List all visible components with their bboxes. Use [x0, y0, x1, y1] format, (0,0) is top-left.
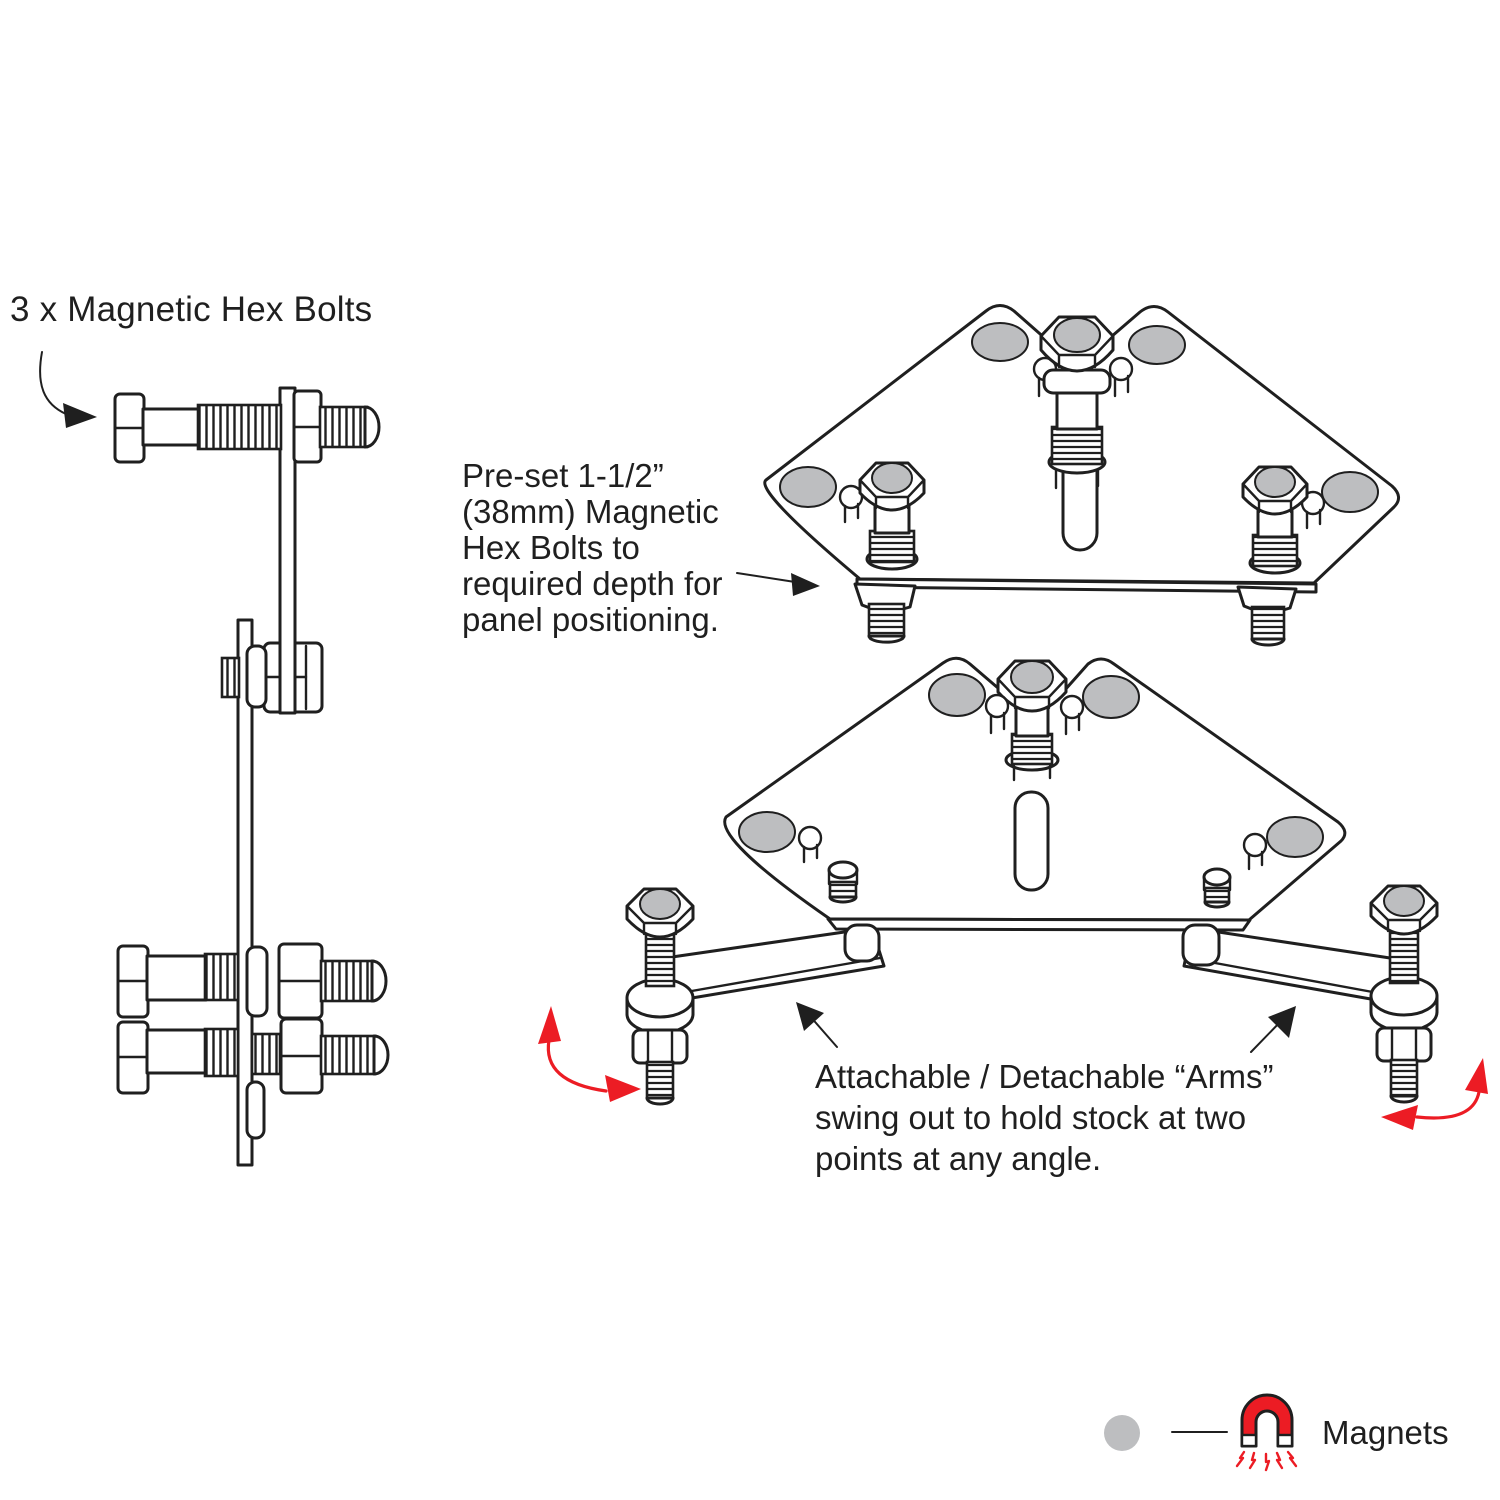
arm-stud [1202, 867, 1232, 909]
bolt-stud [1236, 585, 1298, 647]
hex-bolts-label: 3 x Magnetic Hex Bolts [10, 290, 373, 329]
magnet-dot [738, 811, 796, 853]
legend-label: Magnets [1322, 1414, 1449, 1451]
plate-holes [797, 693, 1268, 871]
arm-stud [827, 860, 859, 904]
magnet-dot [1254, 466, 1296, 498]
arms-note: Attachable / Detachable “Arms” swing out… [815, 1056, 1274, 1179]
arms-arrow-right [1250, 1006, 1296, 1053]
magnetic-hex-bolt [1369, 884, 1439, 1104]
preset-note-line: Hex Bolts to [462, 529, 640, 566]
magnetic-hex-bolt [116, 942, 388, 1020]
preset-arrow [736, 572, 820, 596]
magnet-dot [1321, 471, 1379, 513]
magnet-dot [971, 322, 1029, 362]
magnet-legend [1104, 1393, 1298, 1472]
magnet-dot [928, 673, 986, 717]
positioner-plate [723, 656, 1347, 922]
magnetic-hex-bolt [113, 389, 381, 464]
preset-note-line: required depth for [462, 565, 723, 602]
preset-note: Pre-set 1-1/2” (38mm) Magnetic Hex Bolts… [462, 458, 723, 638]
arms-arrow-left [796, 1002, 838, 1048]
magnetic-hex-bolt [996, 659, 1068, 782]
plate-slot [1013, 790, 1050, 892]
magnet-dot [1053, 317, 1101, 353]
bolt-stud [853, 582, 917, 644]
magnet-dot [1266, 816, 1324, 858]
magnet-dot [871, 462, 913, 494]
magnetic-hex-bolt [116, 1017, 390, 1140]
preset-note-line: panel positioning. [462, 601, 719, 638]
swing-arrow-left [538, 1006, 641, 1102]
magnetic-hex-bolt [1039, 315, 1115, 490]
arm-pivot [1181, 923, 1221, 967]
magnet-color-swatch [1104, 1415, 1140, 1451]
swing-arrow-right [1381, 1058, 1488, 1130]
arms-note-line: swing out to hold stock at two [815, 1099, 1247, 1136]
magnet-dot [1128, 325, 1186, 365]
lower-positioner-figure [625, 656, 1439, 1106]
arms-note-line: points at any angle. [815, 1140, 1102, 1177]
upper-positioner-figure [763, 304, 1400, 647]
arms-note-line: Attachable / Detachable “Arms” [815, 1058, 1274, 1095]
magnetic-hex-bolt [858, 461, 926, 571]
magnet-dot [779, 466, 837, 508]
horseshoe-magnet-icon [1235, 1393, 1298, 1472]
preset-note-line: (38mm) Magnetic [462, 493, 719, 530]
side-view-figure [113, 386, 390, 1167]
magnet-dot [1082, 675, 1140, 719]
positioner-plate-edge [236, 618, 254, 1167]
magnet-dot [1010, 660, 1054, 694]
magnet-dot [639, 888, 681, 920]
magnet-dot [1383, 885, 1425, 917]
preset-note-line: Pre-set 1-1/2” [462, 457, 664, 494]
arm-pivot [843, 923, 881, 963]
magnetic-hex-bolt [625, 887, 695, 1106]
hex-bolts-arrow [39, 351, 97, 428]
magnetic-hex-bolt [1241, 465, 1309, 575]
arm-plate-edge [278, 386, 297, 715]
